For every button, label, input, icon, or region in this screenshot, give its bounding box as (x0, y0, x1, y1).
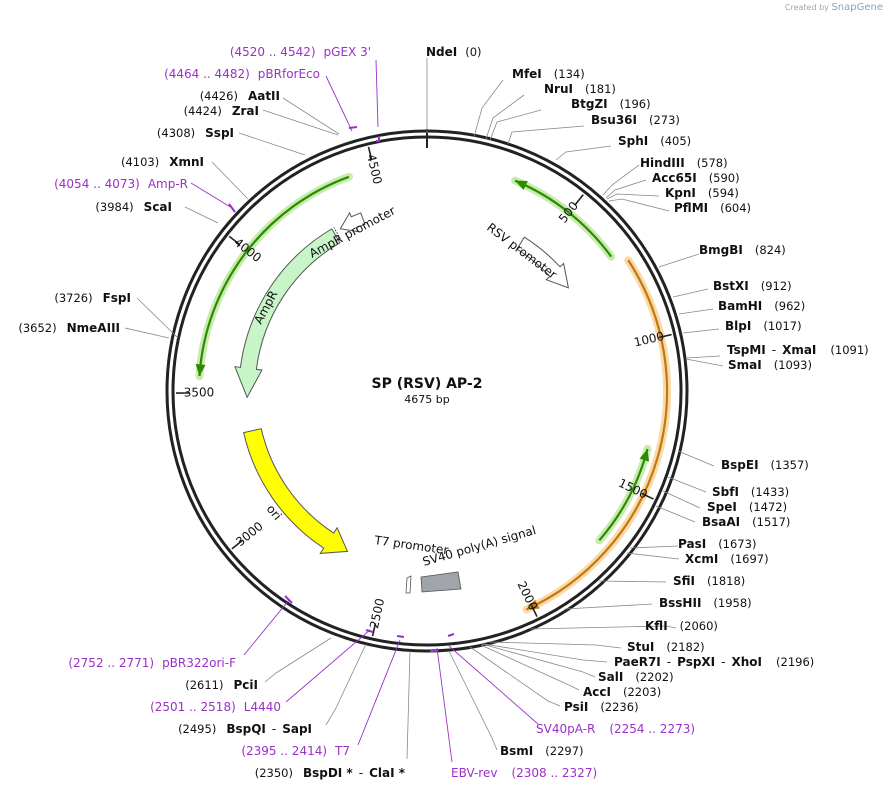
rsv-green-arrow-head (515, 180, 528, 190)
site-label[interactable]: Bsu36I(273) (591, 113, 680, 127)
feature-layer (195, 129, 671, 614)
site-label[interactable]: PflMI(604) (674, 201, 751, 215)
site-label[interactable]: (3726)FspI (54, 291, 131, 305)
site-label[interactable]: SphI(405) (618, 134, 691, 148)
tick-label: 3500 (184, 385, 215, 399)
tick-label: 4500 (364, 153, 385, 186)
site-label[interactable]: BssHII(1958) (659, 596, 752, 610)
ampr-divider (333, 227, 343, 242)
site-label[interactable]: BtgZI(196) (571, 97, 651, 111)
site-label[interactable]: TspMI-XmaI(1091) (727, 343, 869, 357)
tick-mark (367, 146, 373, 160)
site-label[interactable]: NruI(181) (544, 82, 616, 96)
site-label[interactable]: (4308)SspI (157, 126, 234, 140)
snapgene-watermark: Created by SnapGene (784, 2, 883, 13)
primer-label[interactable]: (4054 .. 4073)Amp-R (54, 177, 188, 191)
tick-mark (530, 604, 538, 617)
site-label[interactable]: (4103)XmnI (121, 155, 204, 169)
ampr-green-arrow-glow (195, 172, 353, 381)
tick-label: 3000 (233, 519, 266, 549)
primer-leader-lines (190, 59, 539, 763)
site-label[interactable]: BsaAI(1517) (702, 515, 790, 529)
site-label[interactable]: StuI(2182) (627, 640, 705, 654)
ampr-green-arrow (198, 175, 350, 377)
site-label[interactable]: KpnI(594) (665, 186, 739, 200)
primer-label[interactable]: (2395 .. 2414)T7 (241, 744, 350, 758)
primer-label[interactable]: SV40pA-R(2254 .. 2273) (536, 722, 695, 736)
site-label[interactable]: XcmI(1697) (685, 552, 769, 566)
site-label[interactable]: SalI(2202) (598, 670, 674, 684)
tick-label: 2000 (514, 579, 540, 613)
plasmid-name: SP (RSV) AP-2 (372, 376, 483, 392)
leader-lines (124, 58, 724, 760)
tick-mark (228, 235, 241, 246)
ampr-arrow (234, 228, 341, 399)
tick-label: 2500 (367, 597, 387, 630)
site-label[interactable]: BstXI(912) (713, 279, 792, 293)
snapgene-logo-text: SnapGene (831, 2, 883, 13)
site-label[interactable]: (4424)ZraI (184, 104, 259, 118)
site-label[interactable]: PasI(1673) (678, 537, 756, 551)
site-label[interactable]: BsmI(2297) (500, 744, 584, 758)
primer-label[interactable]: (2752 .. 2771)pBR322ori-F (68, 656, 236, 670)
orange-arrow (525, 259, 669, 611)
orange-arrow-glow (522, 256, 671, 614)
tick-mark (231, 540, 243, 550)
site-label[interactable]: AccI(2203) (583, 685, 661, 699)
site-label[interactable]: SmaI(1093) (728, 358, 812, 372)
rsv-promoter-label: RSV promoter (484, 220, 559, 282)
site-label[interactable]: (3984)ScaI (95, 200, 172, 214)
rsv-green-arrow (514, 179, 613, 258)
site-label[interactable]: KflI(2060) (645, 619, 718, 633)
site-label[interactable]: NdeI(0) (426, 45, 482, 59)
sv40-polya-box (420, 571, 462, 593)
site-label[interactable]: (4426)AatII (200, 89, 280, 103)
ampr-promoter-label: AmpR promoter (307, 203, 398, 260)
t7-promoter-arrow (405, 575, 412, 594)
primer-label[interactable]: EBV-rev(2308 .. 2327) (451, 766, 597, 780)
site-label[interactable]: BspEI(1357) (721, 458, 809, 472)
orange-arrow-head (526, 599, 540, 610)
site-label[interactable]: Acc65I(590) (652, 171, 740, 185)
rsv-promoter-arrow (516, 236, 570, 289)
site-label[interactable]: (3652)NmeAIII (18, 321, 120, 335)
site-label[interactable]: SbfI(1433) (712, 485, 789, 499)
site-label[interactable]: BmgBI(824) (699, 243, 786, 257)
site-label[interactable]: PsiI(2236) (564, 700, 639, 714)
site-label[interactable]: (2350)BspDI *-ClaI * (255, 766, 406, 780)
tick-mark (658, 333, 672, 339)
site-label[interactable]: MfeI(134) (512, 67, 585, 81)
tick-mark (371, 623, 377, 637)
site-label[interactable]: (2495)BspQI-SapI (178, 722, 312, 736)
site-label[interactable]: SfiI(1818) (673, 574, 745, 588)
site-label[interactable]: (2611)PciI (185, 678, 258, 692)
right-green-arrow-head (639, 448, 650, 462)
ampr-promoter-arrow (339, 211, 366, 233)
site-label[interactable]: BlpI(1017) (725, 319, 802, 333)
site-label[interactable]: PaeR7I-PspXI-XhoI(2196) (614, 655, 814, 669)
plasmid-length: 4675 bp (404, 393, 449, 406)
primer-label[interactable]: (4520 .. 4542)pGEX 3' (230, 45, 371, 59)
tick-label: 1000 (633, 329, 666, 350)
site-label[interactable]: HindIII(578) (640, 156, 728, 170)
primer-marks (228, 126, 455, 652)
ampr-green-arrow-head (195, 363, 206, 377)
primer-label[interactable]: (4464 .. 4482)pBRforEco (164, 67, 320, 81)
primer-label[interactable]: (2501 .. 2518)L4440 (150, 700, 281, 714)
site-label[interactable]: SpeI(1472) (707, 500, 787, 514)
site-label[interactable]: BamHI(962) (718, 299, 805, 313)
tick-mark (574, 194, 584, 206)
ori-arrow (243, 428, 349, 554)
tick-mark (641, 492, 654, 500)
